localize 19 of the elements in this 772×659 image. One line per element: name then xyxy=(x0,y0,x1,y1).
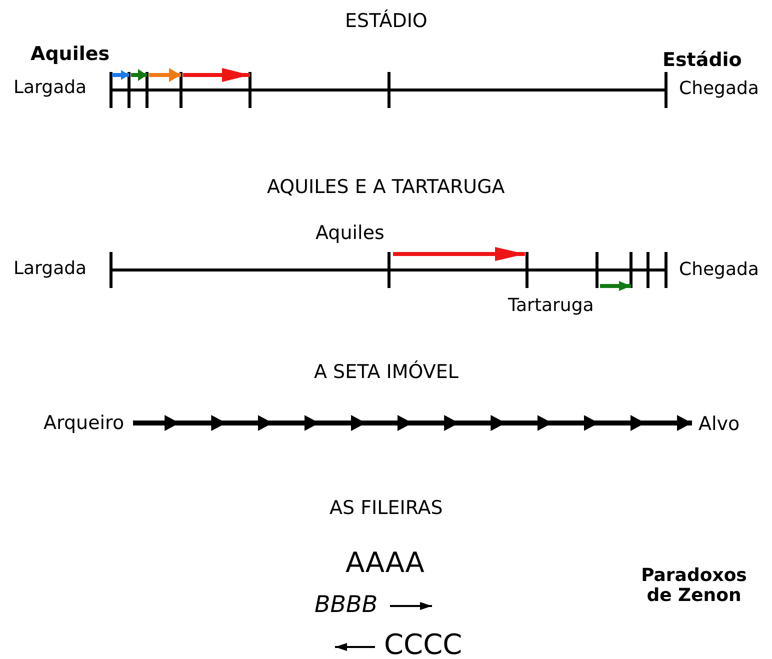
section-heading: AQUILES E A TARTARUGA xyxy=(267,176,505,198)
arrow-chain xyxy=(133,415,692,431)
endpoint-label: Chegada xyxy=(679,260,759,280)
runner-label: Tartaruga xyxy=(508,296,594,316)
section-heading: A SETA IMÓVEL xyxy=(314,362,458,382)
endpoint-label: Arqueiro xyxy=(44,412,124,434)
endpoint-label: Largada xyxy=(14,259,87,279)
caption: Paradoxos de Zenon xyxy=(640,566,748,606)
row-letters: CCCC xyxy=(384,630,462,659)
endpoint-label: Alvo xyxy=(698,414,740,434)
endpoint-label: Largada xyxy=(14,78,87,98)
runner-label: Estádio xyxy=(662,50,742,70)
section-heading: ESTÁDIO xyxy=(345,10,428,32)
row-letters: AAAA xyxy=(346,548,424,578)
runner-label: Aquiles xyxy=(30,44,110,64)
section-heading: AS FILEIRAS xyxy=(330,498,443,518)
row-letters: BBBB xyxy=(314,592,378,618)
endpoint-label: Chegada xyxy=(679,79,759,99)
runner-label: Aquiles xyxy=(316,222,384,244)
